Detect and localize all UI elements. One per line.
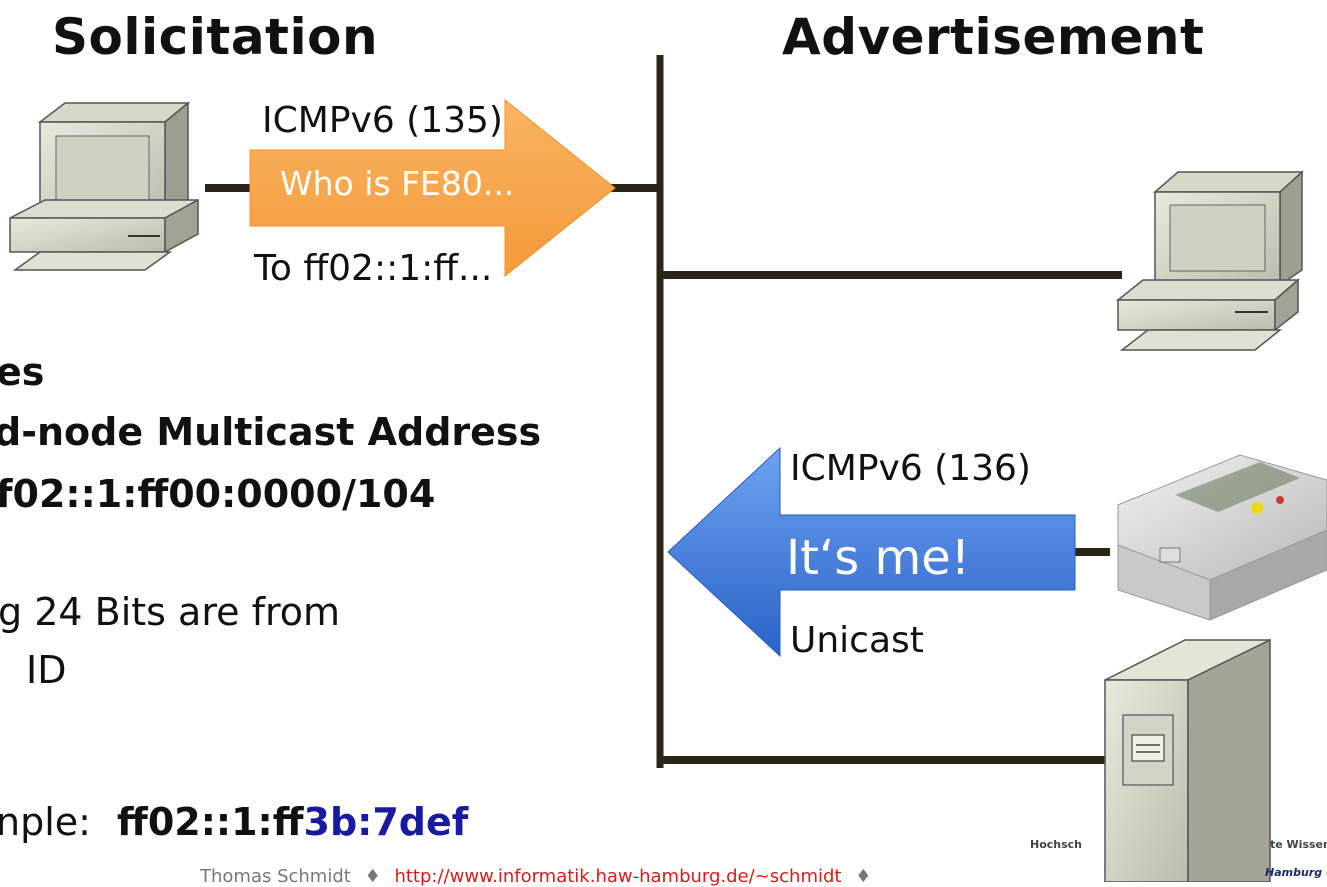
desktop-computer-icon — [9, 101, 199, 271]
logo-line2: Hamburg Un — [1265, 866, 1327, 879]
advertisement-destination-label: Unicast — [790, 620, 924, 661]
body-line-4: g 24 Bits are from — [0, 590, 340, 634]
solicitation-destination-label: To ff02::1:ff... — [254, 248, 493, 289]
footer-author: Thomas Schmidt — [200, 866, 351, 887]
footer-separator: ♦ — [364, 866, 381, 887]
advertisement-title: Advertisement — [782, 8, 1205, 66]
tower-server-icon — [1104, 638, 1271, 882]
advertisement-arrow — [667, 446, 1076, 658]
footer-url-link[interactable]: http://www.informatik.haw-hamburg.de/~sc… — [394, 866, 842, 887]
solicitation-arrow — [249, 98, 616, 278]
desktop-computer-icon — [1115, 170, 1304, 351]
advertisement-arrow-text: It‘s me! — [786, 530, 971, 586]
example-value-accent: 3b:7def — [303, 800, 469, 844]
example-prefix: nple: — [0, 800, 91, 844]
logo-line1-left: Hochsch — [1030, 838, 1083, 851]
body-line-1: es — [0, 350, 45, 394]
solicitation-title: Solicitation — [52, 8, 379, 66]
body-line-5: ID — [26, 648, 67, 692]
body-line-2: d-node Multicast Address — [0, 410, 542, 454]
raspberry-pi-device-icon — [1117, 454, 1327, 882]
solicitation-arrow-text: Who is FE80... — [280, 164, 515, 203]
logo-line1-right: te Wissen — [1270, 838, 1327, 851]
example-value: ff02::1:ff3b:7def — [117, 800, 468, 844]
example-value-plain: ff02::1:ff — [117, 800, 304, 844]
example-line: nple: ff02::1:ff3b:7def — [0, 800, 468, 844]
body-line-3: f02::1:ff00:0000/104 — [0, 472, 436, 516]
footer: Thomas Schmidt ♦ http://www.informatik.h… — [200, 866, 871, 887]
advertisement-protocol-label: ICMPv6 (136) — [790, 448, 1031, 489]
footer-separator-2: ♦ — [855, 866, 872, 887]
solicitation-protocol-label: ICMPv6 (135) — [262, 100, 503, 141]
